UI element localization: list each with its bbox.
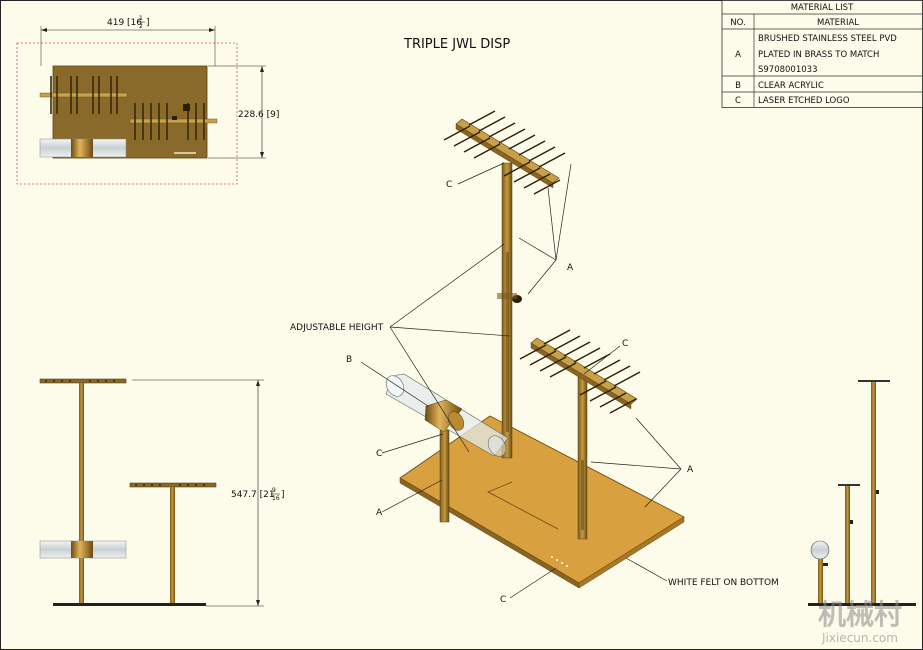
dim-height-frac-num: 9 bbox=[272, 487, 276, 494]
iso-label-b: B bbox=[346, 355, 352, 365]
top-view-pins-right bbox=[134, 103, 205, 140]
material-list-title: MATERIAL LIST bbox=[791, 3, 854, 13]
side-elevation-view bbox=[808, 380, 916, 606]
watermark-url: Jixiecun.com bbox=[821, 631, 898, 645]
material-list-col-material: MATERIAL bbox=[817, 18, 859, 28]
top-view-pins-left bbox=[50, 76, 118, 114]
label-white-felt: WHITE FELT ON BOTTOM bbox=[668, 578, 779, 588]
watermark-logo: 机械村 Jixiecun.com bbox=[818, 598, 902, 645]
iso-label-a-left: A bbox=[376, 508, 383, 518]
front-base bbox=[53, 603, 206, 606]
iso-label-c-tube: C bbox=[376, 449, 382, 459]
iso-label-c-base: C bbox=[500, 595, 506, 605]
side-tall-post bbox=[871, 382, 876, 603]
front-tall-post bbox=[79, 383, 84, 603]
side-acrylic-tube bbox=[810, 540, 830, 560]
material-row-a-line-1: BRUSHED STAINLESS STEEL PVD bbox=[758, 34, 897, 44]
material-list-table: MATERIAL LIST NO. MATERIAL A BRUSHED STA… bbox=[721, 0, 923, 108]
side-base bbox=[808, 603, 916, 606]
front-elevation-view: 547.7 [21 9 16 ] bbox=[39, 378, 285, 607]
material-row-a-line-3: S9708001033 bbox=[758, 65, 817, 75]
dim-height-close: ] bbox=[281, 490, 285, 500]
iso-tall-pins bbox=[443, 110, 566, 195]
material-row-a-line-2: PLATED IN BRASS TO MATCH bbox=[758, 50, 879, 60]
material-row-a-no: A bbox=[735, 50, 741, 60]
material-row-b-no: B bbox=[735, 81, 741, 91]
material-list-col-no: NO. bbox=[730, 18, 745, 28]
dim-width: 419 [16 bbox=[107, 18, 142, 28]
dim-width-frac-num: 1 bbox=[139, 15, 143, 22]
watermark-chinese: 机械村 bbox=[818, 598, 902, 631]
iso-acrylic-tube bbox=[385, 373, 509, 457]
material-row-c-line-1: LASER ETCHED LOGO bbox=[758, 96, 850, 106]
front-short-post bbox=[170, 487, 175, 603]
top-view-frame bbox=[16, 42, 238, 185]
material-row-c-no: C bbox=[735, 96, 741, 106]
material-row-b-line-1: CLEAR ACRYLIC bbox=[758, 81, 824, 91]
isometric-view: C A ADJUSTABLE HEIGHT B C C A A WHITE FE… bbox=[290, 110, 779, 605]
iso-label-a-right: A bbox=[687, 465, 694, 475]
dim-width-close: ] bbox=[146, 18, 150, 28]
dim-height: 547.7 [21 bbox=[231, 490, 275, 500]
dim-height-frac-den: 16 bbox=[272, 495, 280, 502]
label-adjustable-height: ADJUSTABLE HEIGHT bbox=[290, 323, 384, 333]
side-short-post bbox=[845, 486, 850, 603]
iso-leader-lines bbox=[360, 162, 682, 599]
iso-label-c-mid: C bbox=[622, 339, 628, 349]
dim-width-frac-den: 2 bbox=[139, 23, 143, 30]
iso-short-post bbox=[439, 429, 450, 523]
top-view: 419 [16 1 2 ] 228.6 [9] bbox=[16, 15, 279, 185]
iso-mid-pins bbox=[519, 329, 641, 414]
drawing-title: TRIPLE JWL DISP bbox=[403, 37, 510, 52]
dim-depth: 228.6 [9] bbox=[238, 110, 279, 120]
iso-label-a-top: A bbox=[567, 263, 574, 273]
iso-label-c-top: C bbox=[446, 180, 452, 190]
